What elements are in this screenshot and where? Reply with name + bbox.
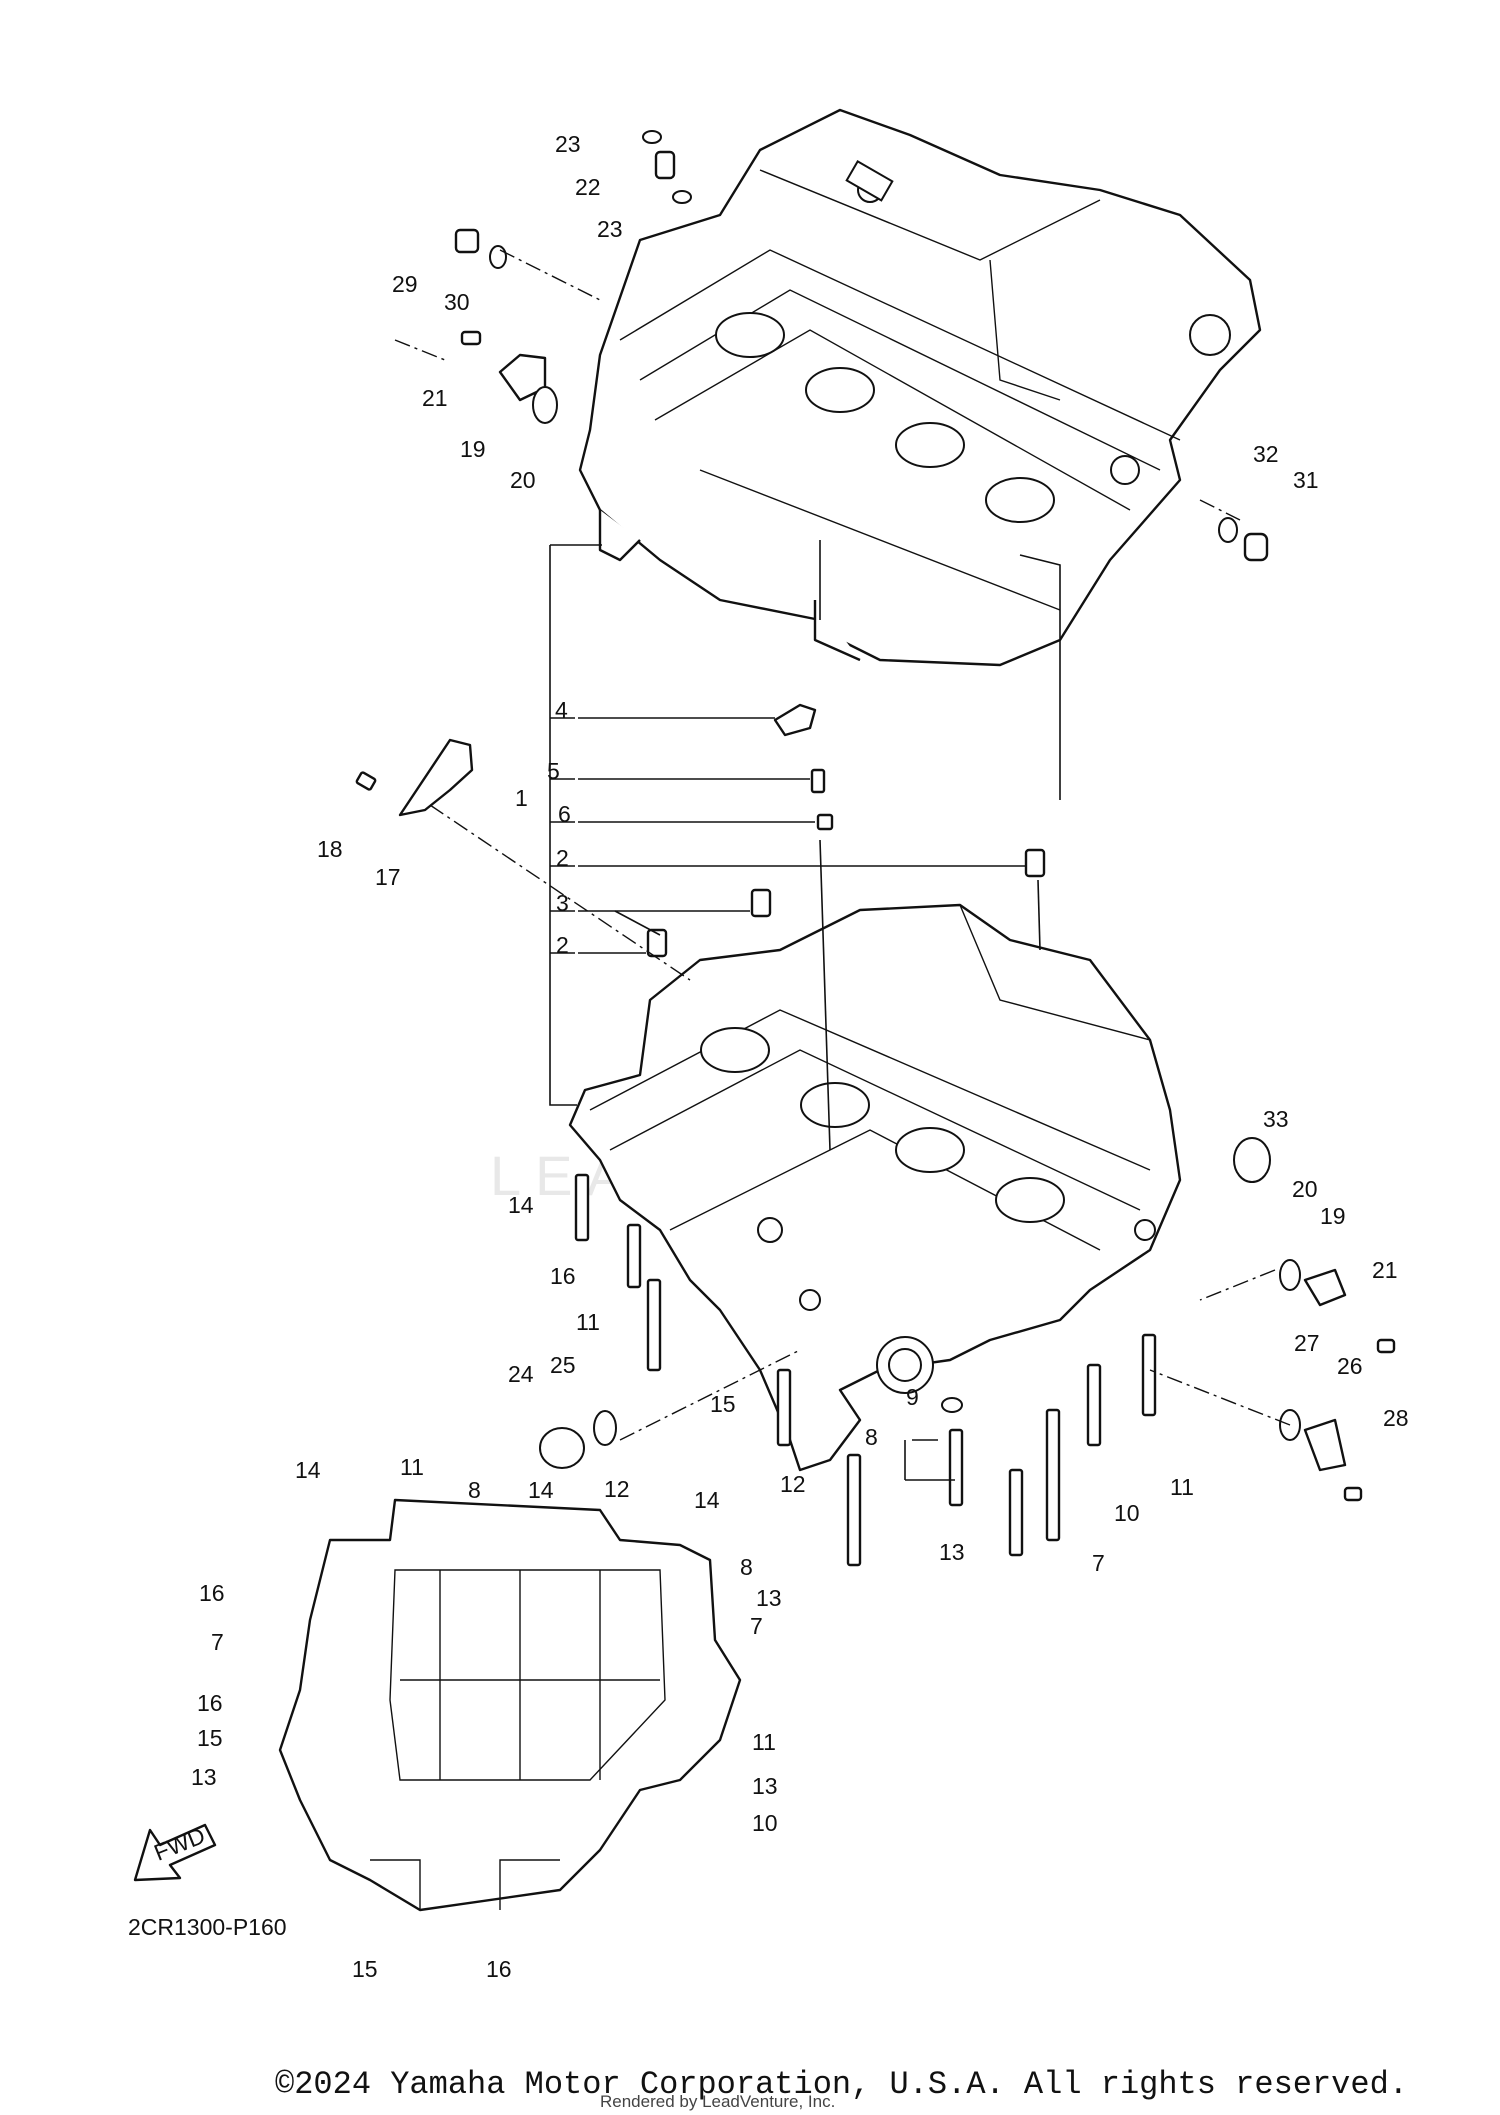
callout-5: 21	[422, 385, 448, 411]
rendered-by-credit: Rendered by LeadVenture, Inc.	[600, 2092, 835, 2111]
callout-6: 19	[460, 436, 486, 462]
callout-39: 14	[295, 1457, 321, 1483]
figure-code: 2CR1300-P160	[128, 1914, 287, 1940]
callout-11: 5	[547, 758, 560, 784]
lower-crankcase	[568, 903, 1182, 1472]
callout-48: 7	[211, 1629, 224, 1655]
callout-51: 15	[197, 1725, 223, 1751]
callout-31: 27	[1294, 1330, 1320, 1356]
bottom-view: FWD	[133, 1498, 742, 1912]
callout-30: 8	[865, 1424, 878, 1450]
copyright-notice: ©2024 Yamaha Motor Corporation, U.S.A. A…	[275, 2066, 1408, 2103]
callout-3: 29	[392, 271, 418, 297]
callout-53: 13	[191, 1764, 217, 1790]
callout-21: 16	[550, 1263, 576, 1289]
callout-20: 14	[508, 1192, 534, 1218]
callout-labels: 2322232930211920323145162321817331416112…	[191, 131, 1409, 1982]
callout-17: 18	[317, 836, 343, 862]
callout-50: 16	[197, 1690, 223, 1716]
callout-10: 4	[555, 697, 568, 723]
callout-18: 17	[375, 864, 401, 890]
callout-33: 28	[1383, 1405, 1409, 1431]
callout-46: 16	[199, 1580, 225, 1606]
callout-55: 10	[752, 1810, 778, 1836]
callout-35: 11	[1170, 1474, 1194, 1500]
callout-38: 7	[1092, 1550, 1105, 1576]
callout-49: 7	[750, 1613, 763, 1639]
callout-0: 23	[555, 131, 581, 157]
callout-2: 23	[597, 216, 623, 242]
callout-16: 2	[556, 932, 569, 958]
callout-54: 13	[752, 1773, 778, 1799]
small-parts	[355, 130, 1396, 1567]
callout-26: 24	[508, 1361, 534, 1387]
callout-43: 12	[604, 1476, 630, 1502]
callout-27: 25	[550, 1352, 576, 1378]
callout-29: 9	[906, 1384, 919, 1410]
callout-22: 11	[576, 1309, 600, 1335]
callout-1: 22	[575, 174, 601, 200]
callout-37: 13	[939, 1539, 965, 1565]
callout-41: 8	[468, 1477, 481, 1503]
callout-56: 15	[352, 1956, 378, 1982]
callout-23: 20	[1292, 1176, 1318, 1202]
callout-24: 19	[1320, 1203, 1346, 1229]
callout-19: 33	[1263, 1106, 1289, 1132]
callout-8: 32	[1253, 441, 1279, 467]
callout-52: 11	[752, 1729, 776, 1755]
callout-47: 13	[756, 1585, 782, 1611]
callout-45: 8	[740, 1554, 753, 1580]
callout-7: 20	[510, 467, 536, 493]
leader-lines	[394, 249, 1291, 1481]
callout-34: 12	[780, 1471, 806, 1497]
callout-36: 10	[1114, 1500, 1140, 1526]
callout-15: 3	[556, 890, 569, 916]
callout-44: 14	[694, 1487, 720, 1513]
callout-12: 1	[515, 785, 528, 811]
callout-28: 15	[710, 1391, 736, 1417]
callout-9: 31	[1293, 467, 1319, 493]
callout-13: 6	[558, 801, 571, 827]
callout-14: 2	[556, 845, 569, 871]
callout-40: 11	[400, 1454, 424, 1480]
callout-42: 14	[528, 1477, 554, 1503]
callout-25: 21	[1372, 1257, 1398, 1283]
callout-57: 16	[486, 1956, 512, 1982]
upper-crankcase	[578, 108, 1262, 667]
callout-32: 26	[1337, 1353, 1363, 1379]
callout-4: 30	[444, 289, 470, 315]
